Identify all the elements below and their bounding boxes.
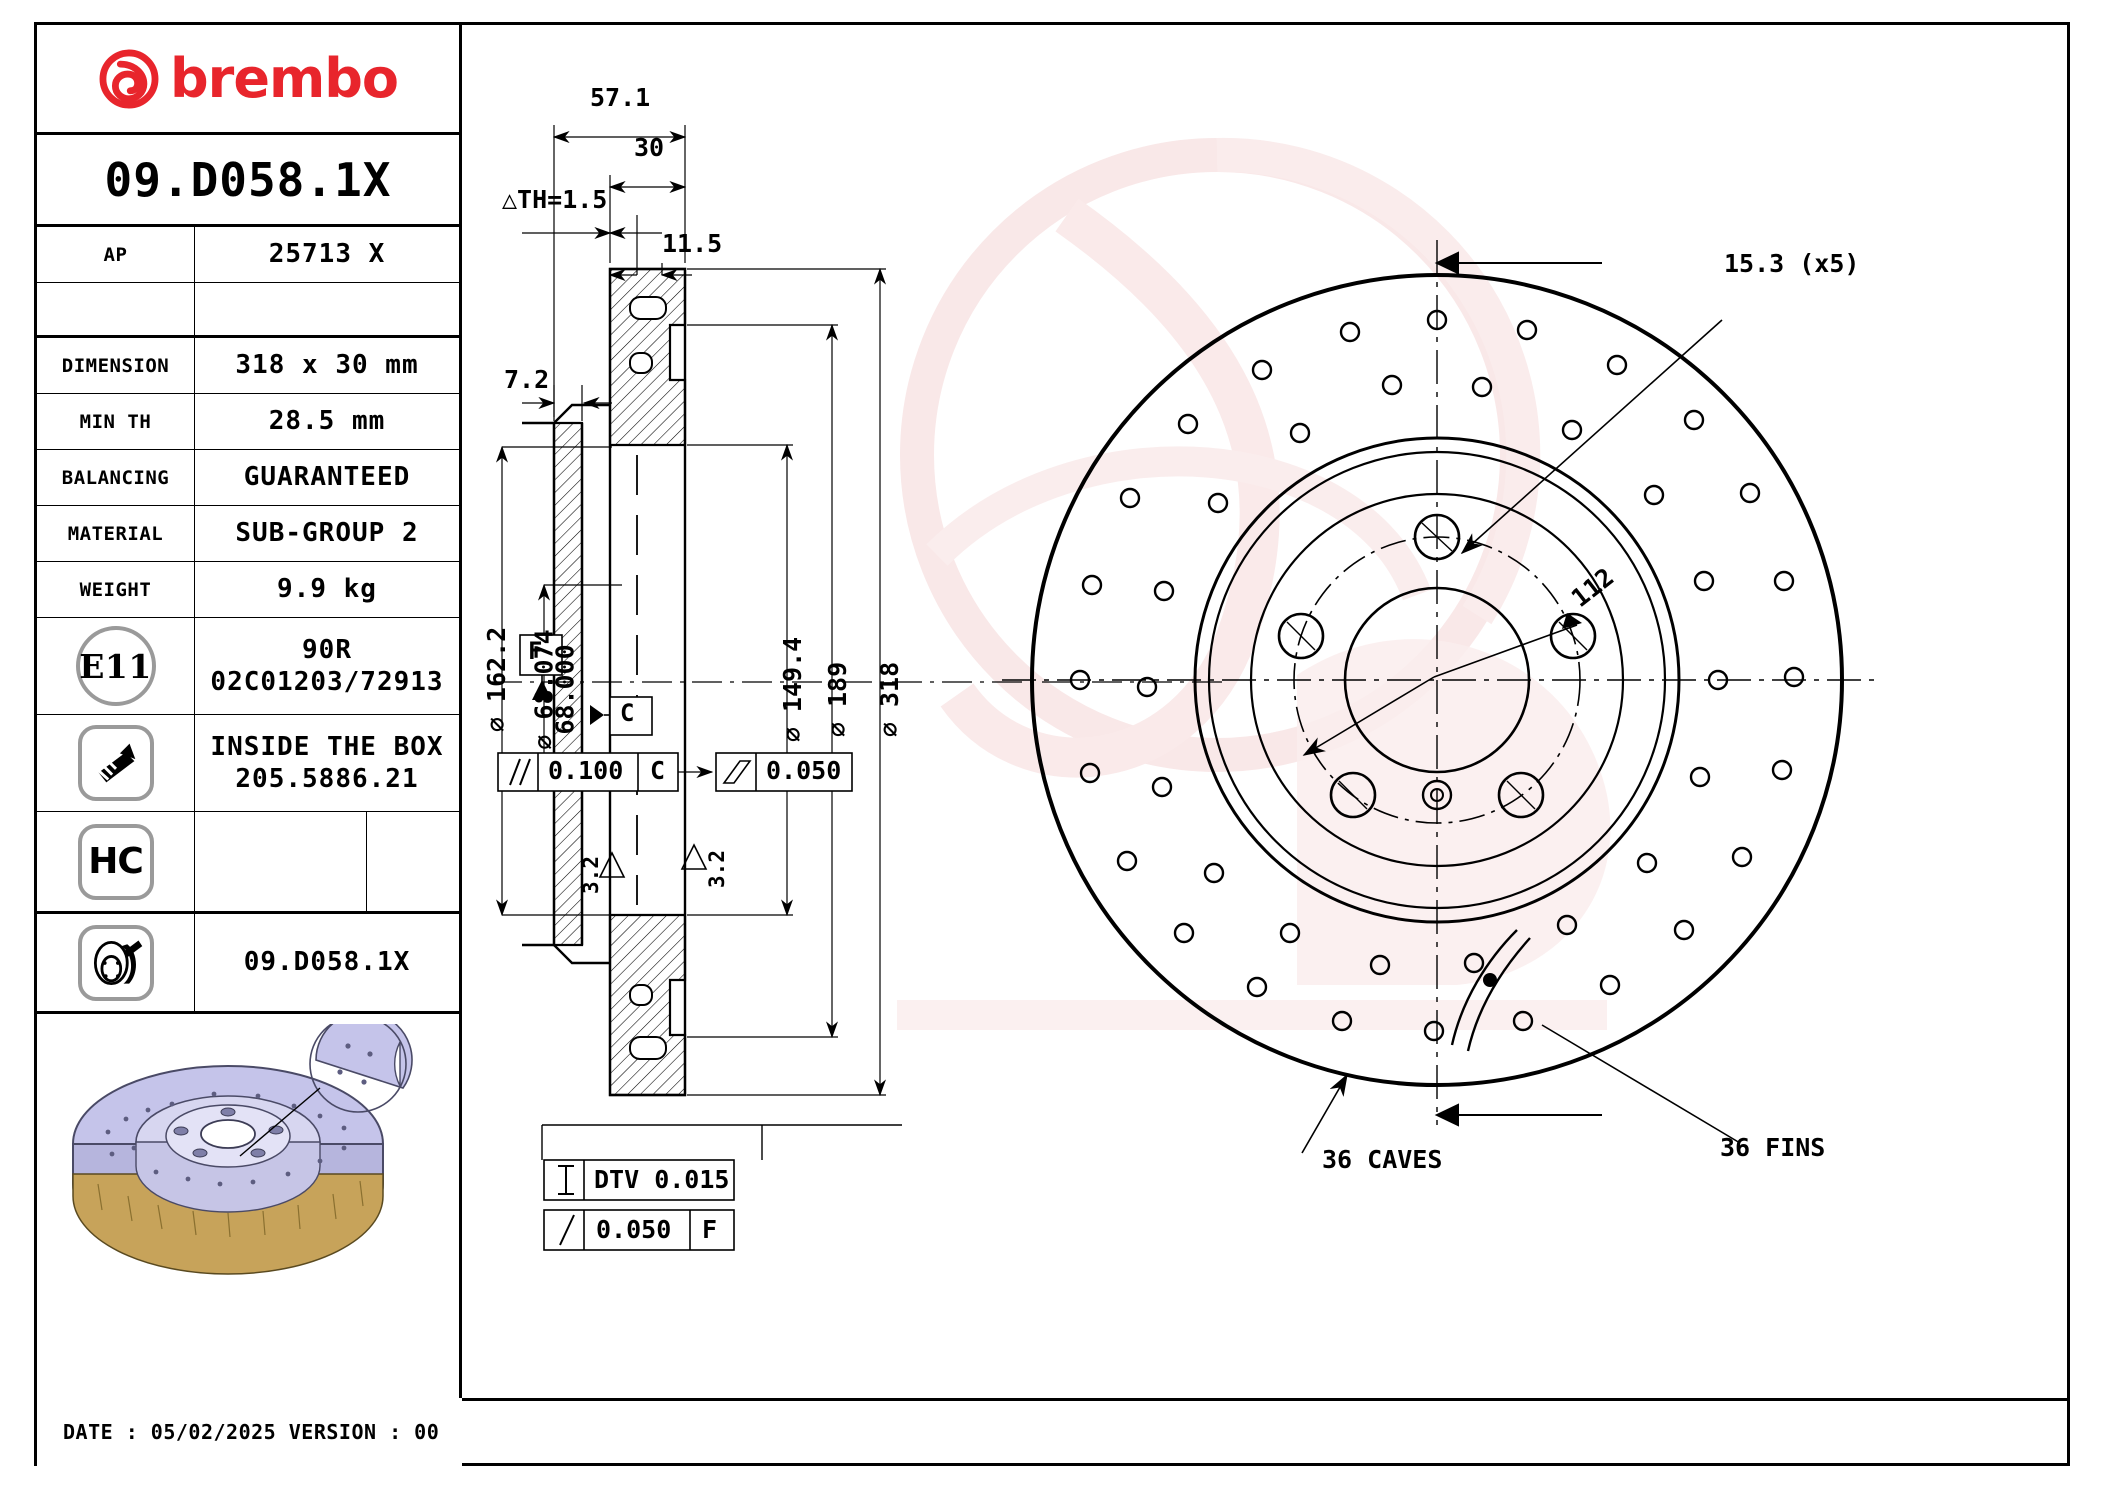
table-row: DIMENSION 318 x 30 mm [37, 338, 459, 394]
row-key: BALANCING [37, 450, 195, 505]
runout-datum: F [702, 1215, 718, 1244]
table-row: WEIGHT 9.9 kg [37, 562, 459, 618]
row-value: 318 x 30 mm [235, 350, 419, 381]
label-hole-dia: 15.3 (x5) [1724, 249, 1860, 278]
runout-value: 0.050 [596, 1215, 672, 1244]
label-caves: 36 CAVES [1322, 1145, 1443, 1174]
dim-neck: 7.2 [504, 365, 550, 394]
hc-middle-cell [195, 812, 367, 911]
homologation-line2: 02C01203/72913 [210, 667, 444, 697]
row-value [195, 283, 459, 335]
row-key: DIMENSION [37, 338, 195, 393]
cross-section-view [492, 125, 1222, 1251]
row-key: MIN TH [37, 394, 195, 449]
front-view [1002, 240, 1877, 1154]
hc-badge-icon: HC [77, 823, 154, 900]
dim-pad-dia: ⌀ 189 [823, 661, 853, 738]
dim-hat-dia: ⌀ 162.2 [482, 626, 512, 733]
brembo-logo-icon [99, 49, 159, 108]
tol-parallel-datum: C [650, 756, 666, 785]
table-row: BALANCING GUARANTEED [37, 450, 459, 506]
screw-badge-cell [37, 715, 195, 811]
hc-right-cell [367, 812, 459, 911]
screw-value: INSIDE THE BOX 205.5886.21 [195, 715, 459, 811]
label-fins: 36 FINS [1720, 1133, 1826, 1162]
row-value: GUARANTEED [243, 462, 411, 493]
tol-parallel-value: 0.100 [548, 756, 624, 785]
surface-finish-right: 3.2 [704, 850, 729, 888]
datum-c-label: C [620, 699, 635, 727]
part-code-text: 09.D058.1X [104, 152, 392, 207]
screw-line1: INSIDE THE BOX [210, 731, 444, 762]
table-row: AP 25713 X [37, 227, 459, 283]
row-value: 28.5 mm [268, 406, 386, 437]
row-value: 25713 X [268, 239, 386, 270]
footer-date: DATE : 05/02/2025 VERSION : 00 [37, 1398, 462, 1466]
row-key: MATERIAL [37, 506, 195, 561]
dim-disc-thickness: 30 [634, 133, 665, 162]
dtv-label: DTV 0.015 [594, 1165, 730, 1194]
dim-bore-lower: 68.000 [550, 644, 580, 735]
disc-code-row: 09.D058.1X [37, 914, 459, 1014]
surface-finish-left: 3.2 [578, 856, 603, 894]
homologation-row: E11 90R 02C01203/72913 [37, 618, 459, 715]
homologation-value: 90R 02C01203/72913 [195, 618, 459, 714]
screw-icon [77, 725, 154, 801]
row-value: 9.9 kg [277, 574, 377, 605]
datum-f-label: F [528, 637, 543, 665]
dim-hat-thickness: 11.5 [662, 229, 723, 258]
hc-label: HC [88, 841, 144, 882]
e11-badge-cell: E11 [37, 618, 195, 714]
table-row [37, 283, 459, 338]
disc-badge-cell [37, 914, 195, 1011]
spec-table: brembo 09.D058.1X AP 25713 X DIMENSION 3… [37, 25, 462, 1398]
screw-line2: 205.5886.21 [235, 764, 419, 794]
hc-badge-cell: HC [37, 812, 195, 911]
hc-row: HC [37, 812, 459, 914]
e11-badge-icon: E11 [75, 626, 156, 706]
row-key [37, 283, 195, 335]
dim-outer-dia: ⌀ 318 [875, 661, 905, 738]
screw-row: INSIDE THE BOX 205.5886.21 [37, 715, 459, 812]
tol-flatness-value: 0.050 [766, 756, 842, 785]
brand-logo: brembo [37, 25, 459, 135]
brake-disc-icon [77, 924, 154, 1001]
table-row: MIN TH 28.5 mm [37, 394, 459, 450]
row-key: AP [37, 227, 195, 282]
brand-name: brembo [170, 47, 399, 110]
technical-drawing: 57.1 30 △TH=1.5 11.5 7.2 ⌀ 162.2 ⌀ 68.07… [462, 25, 2070, 1398]
homologation-line1: 90R [302, 634, 352, 665]
disc-3d-render [37, 1014, 459, 1303]
disc-code-value: 09.D058.1X [243, 947, 411, 978]
dim-delta-th: △TH=1.5 [502, 185, 608, 214]
drawing-sheet: brembo 09.D058.1X AP 25713 X DIMENSION 3… [34, 22, 2070, 1466]
part-code-header: 09.D058.1X [37, 135, 459, 227]
dim-inner-dia: ⌀ 149.4 [778, 636, 808, 743]
row-key: WEIGHT [37, 562, 195, 617]
dim-overall-width: 57.1 [590, 83, 651, 112]
row-value: SUB-GROUP 2 [235, 518, 419, 549]
table-row: MATERIAL SUB-GROUP 2 [37, 506, 459, 562]
